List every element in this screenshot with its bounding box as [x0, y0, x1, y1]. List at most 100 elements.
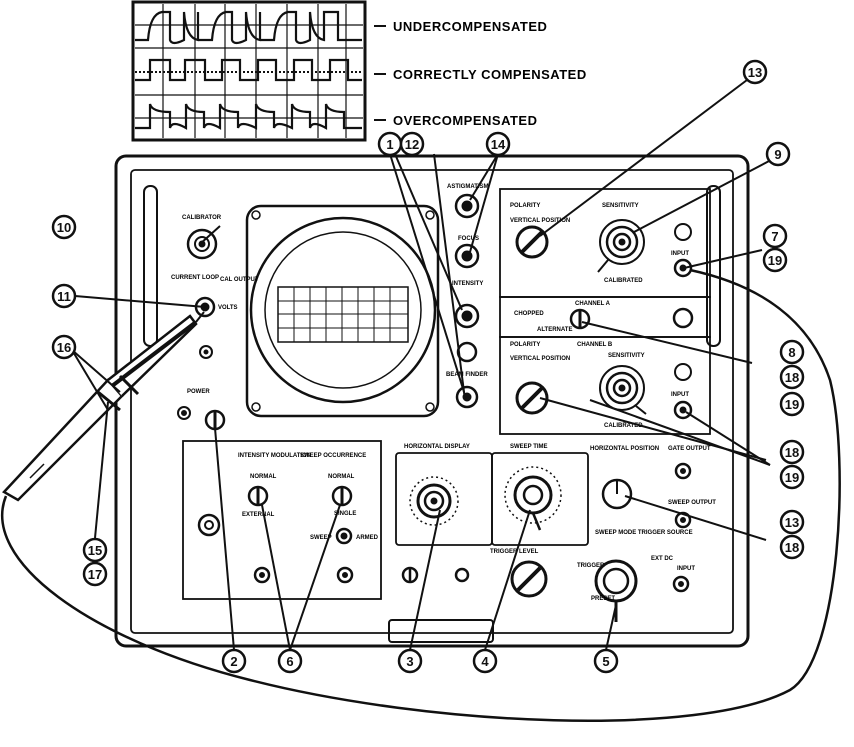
sweep-mode-label: SWEEP MODE TRIGGER SOURCE [595, 530, 693, 536]
focus-label: FOCUS [458, 236, 479, 242]
callout-18-a: 18 [779, 364, 805, 390]
label-correctly-compensated: CORRECTLY COMPENSATED [393, 67, 587, 82]
svg-text:14: 14 [491, 137, 506, 152]
svg-text:18: 18 [785, 445, 799, 460]
chopped-label: CHOPPED [514, 311, 544, 317]
input-a-label: INPUT [671, 251, 689, 257]
horizontal-display-box [395, 452, 589, 546]
modulation-input-jack[interactable] [197, 513, 221, 537]
front-panel [114, 154, 750, 648]
sensitivity-b-knob[interactable] [599, 365, 647, 415]
correct-wave [135, 58, 362, 82]
horizontal-position-knob[interactable] [601, 478, 633, 510]
current-loop-label: CURRENT LOOP [171, 275, 219, 281]
astigmatism-label: ASTIGMATISM [447, 184, 489, 190]
channel-a-input-jack[interactable] [672, 307, 694, 329]
undercompensated-wave [135, 10, 362, 45]
sensitivity-b-label: SENSITIVITY [608, 353, 645, 359]
svg-text:4: 4 [481, 654, 489, 669]
intensity-knob[interactable] [454, 303, 480, 329]
callout-14: 14 [485, 131, 511, 157]
alternate-label: ALTERNATE [537, 327, 572, 333]
trigger-level-knob[interactable] [510, 560, 548, 598]
callout-4: 4 [472, 648, 498, 674]
power-lamp [177, 406, 191, 420]
channel-a-label: CHANNEL A [575, 301, 611, 307]
sensitivity-a-knob[interactable] [597, 219, 645, 273]
power-switch[interactable] [204, 409, 226, 431]
channel-mode-switch[interactable] [569, 308, 591, 330]
svg-text:7: 7 [771, 229, 778, 244]
ground-jack[interactable] [199, 345, 213, 359]
vertical-position-a-knob[interactable] [515, 225, 549, 259]
label-undercompensated: UNDERCOMPENSATED [393, 19, 547, 34]
svg-text:17: 17 [88, 567, 102, 582]
intensity-label: INTENSITY [452, 281, 483, 287]
gate-output-jack[interactable] [674, 462, 692, 480]
astigmatism-knob[interactable] [454, 193, 480, 219]
callout-7: 7 [762, 223, 788, 249]
sweep-occurrence-label: SWEEP OCCURRENCE [300, 453, 366, 459]
callout-19-b: 19 [779, 391, 805, 417]
ext-trigger-jack[interactable] [672, 575, 690, 593]
focus-knob[interactable] [454, 243, 480, 269]
intensity-modulation-label: INTENSITY MODULATION [238, 453, 311, 459]
callout-19-a: 19 [762, 247, 788, 273]
input-a-jack[interactable] [673, 258, 693, 278]
armed-indicator [335, 527, 353, 545]
svg-text:1: 1 [386, 137, 393, 152]
svg-text:15: 15 [88, 543, 102, 558]
svg-text:6: 6 [286, 654, 293, 669]
svg-text:19: 19 [768, 253, 782, 268]
sweep-mode-knob[interactable] [594, 559, 638, 622]
vertical-position-b-label: VERTICAL POSITION [510, 356, 570, 362]
svg-text:18: 18 [785, 540, 799, 555]
external-label: EXTERNAL [242, 512, 275, 518]
sweep-output-jack[interactable] [674, 511, 692, 529]
sensitivity-a-label: SENSITIVITY [602, 203, 639, 209]
volts-label: VOLTS [218, 305, 238, 311]
horizontal-display-knob[interactable] [409, 476, 459, 526]
sweep-time-knob[interactable] [504, 466, 562, 531]
polarity-a-label: POLARITY [510, 203, 540, 209]
probe-cable [0, 268, 841, 722]
probe [2, 311, 205, 502]
svg-text:13: 13 [748, 65, 762, 80]
overcompensated-wave [135, 103, 362, 130]
input-a-jack-top[interactable] [674, 223, 692, 241]
callout-5: 5 [593, 648, 619, 674]
calibrated-b-label: CALIBRATED [604, 423, 643, 429]
svg-text:5: 5 [602, 654, 609, 669]
input-b-jack[interactable] [673, 400, 693, 420]
vertical-position-b-knob[interactable] [515, 381, 549, 415]
horizontal-display-label: HORIZONTAL DISPLAY [404, 444, 470, 450]
callout-1: 1 [377, 131, 403, 157]
calibrator-label: CALIBRATOR [182, 215, 222, 221]
svg-text:12: 12 [405, 137, 419, 152]
polarity-b-label: POLARITY [510, 342, 540, 348]
waveform-label-lines [374, 25, 386, 121]
sweep-output-label: SWEEP OUTPUT [668, 500, 716, 506]
label-overcompensated: OVERCOMPENSATED [393, 113, 538, 128]
svg-text:11: 11 [57, 289, 71, 304]
power-label: POWER [187, 389, 210, 395]
beam-finder-button[interactable] [455, 385, 479, 409]
sweep-jack[interactable] [336, 566, 354, 584]
intensity-modulation-switch[interactable] [247, 485, 269, 507]
callout-8: 8 [779, 339, 805, 365]
sweep-occurrence-switch[interactable] [331, 485, 353, 507]
svg-text:16: 16 [57, 340, 71, 355]
single-label: SINGLE [334, 511, 356, 517]
svg-text:19: 19 [785, 470, 799, 485]
svg-text:10: 10 [57, 220, 71, 235]
vertical-section [499, 188, 711, 435]
horizontal-input-jack[interactable] [454, 567, 470, 583]
input-b-jack-top[interactable] [674, 363, 692, 381]
ext-intensity-jack[interactable] [253, 566, 271, 584]
callout-13-b: 13 [779, 509, 805, 535]
callout-17: 17 [82, 561, 108, 587]
horizontal-toggle[interactable] [401, 566, 419, 584]
cal-output-label: CAL OUTPUT [220, 277, 259, 283]
preset-label: PRESET [591, 596, 615, 602]
